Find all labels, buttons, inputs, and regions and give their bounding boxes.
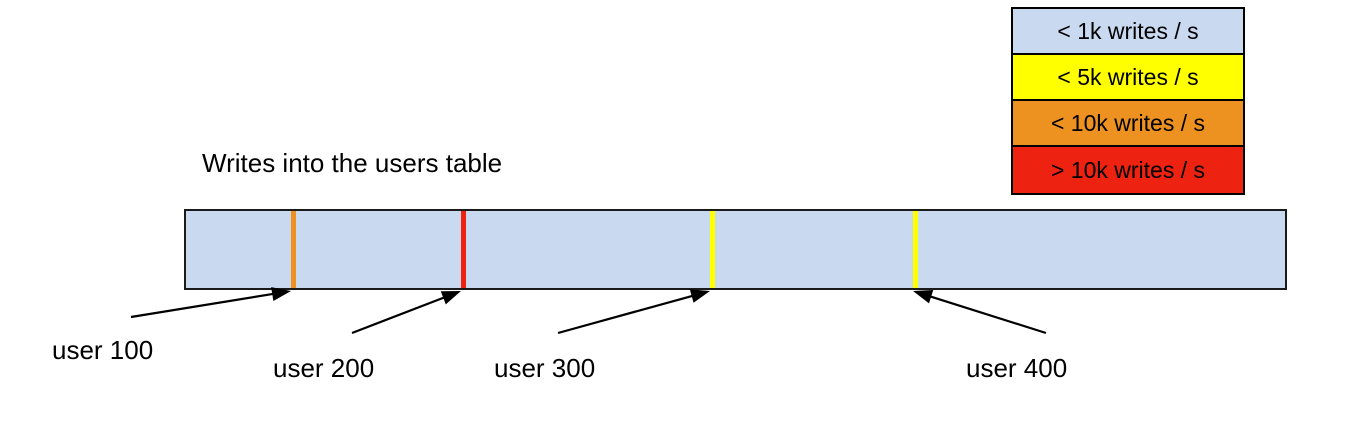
callout-arrow xyxy=(557,289,710,335)
legend-row: > 10k writes / s xyxy=(1013,147,1243,193)
boundary-marker xyxy=(291,211,296,288)
legend: < 1k writes / s < 5k writes / s < 10k writ… xyxy=(1011,7,1245,195)
legend-row: < 10k writes / s xyxy=(1013,101,1243,147)
callout-label: user 400 xyxy=(966,353,1068,383)
callout-arrow xyxy=(130,287,291,319)
legend-row-label: > 10k writes / s xyxy=(1050,156,1206,183)
boundary-marker xyxy=(913,211,918,288)
boundary-marker xyxy=(710,211,715,288)
callout-arrow xyxy=(351,291,461,335)
legend-row: < 1k writes / s xyxy=(1013,9,1243,55)
legend-row-label: < 1k writes / s xyxy=(1057,17,1199,44)
legend-row-label: < 5k writes / s xyxy=(1057,63,1199,90)
users-table-keyspace-bar xyxy=(184,209,1287,290)
legend-row: < 5k writes / s xyxy=(1013,55,1243,101)
callout-label: user 100 xyxy=(52,335,154,365)
callout-label: user 300 xyxy=(494,353,596,383)
legend-row-label: < 10k writes / s xyxy=(1050,109,1206,136)
callout-label: user 200 xyxy=(273,353,375,383)
boundary-marker xyxy=(461,211,466,288)
page-title: Writes into the users table xyxy=(202,148,503,178)
callout-arrow xyxy=(913,290,1047,335)
